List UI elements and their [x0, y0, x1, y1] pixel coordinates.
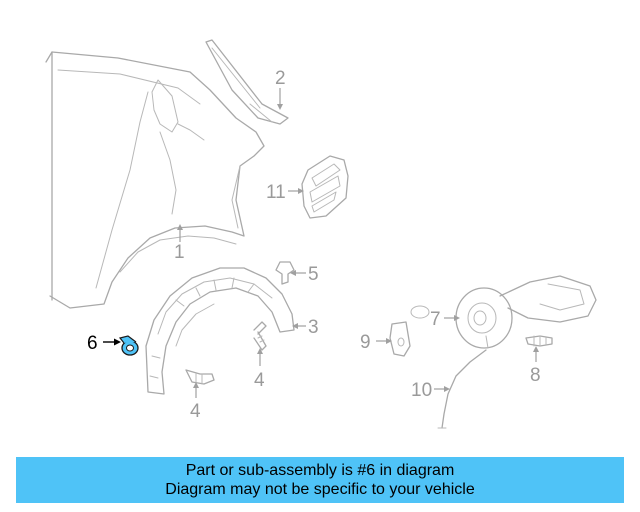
bracket-part-9 — [389, 321, 411, 357]
callout-3: 3 — [308, 317, 319, 338]
callout-2: 2 — [275, 68, 286, 89]
banner-line-2: Diagram may not be specific to your vehi… — [165, 481, 475, 498]
fuel-door-housing — [455, 275, 597, 349]
callout-10: 10 — [411, 380, 432, 401]
vent-grille — [301, 155, 349, 219]
release-cable-part-10 — [437, 349, 487, 429]
callout-4a: 4 — [254, 370, 265, 391]
callout-11: 11 — [266, 182, 286, 203]
pillar-trim — [205, 39, 289, 125]
screw-part-8 — [525, 335, 553, 347]
callout-4b: 4 — [190, 401, 201, 422]
clip-part-5 — [275, 261, 295, 285]
callout-8: 8 — [530, 365, 541, 386]
quarter-panel — [45, 51, 265, 309]
callout-9: 9 — [360, 332, 371, 353]
banner-line-1: Part or sub-assembly is #6 in diagram — [185, 462, 455, 479]
callout-6: 6 — [87, 333, 98, 354]
screw-part-4b — [185, 369, 215, 385]
fuel-door-gasket — [410, 305, 430, 319]
info-banner: Part or sub-assembly is #6 in diagram Di… — [16, 457, 624, 503]
screw-part-4a — [253, 321, 267, 351]
plug-part-6-highlighted — [118, 335, 139, 356]
callout-7: 7 — [430, 309, 441, 330]
callout-1: 1 — [174, 242, 185, 263]
callout-5: 5 — [308, 264, 319, 285]
wheel-liner — [145, 267, 295, 395]
leader-lines — [103, 88, 539, 398]
parts-diagram: 1 2 3 4 4 5 6 7 8 9 10 11 — [45, 39, 597, 429]
